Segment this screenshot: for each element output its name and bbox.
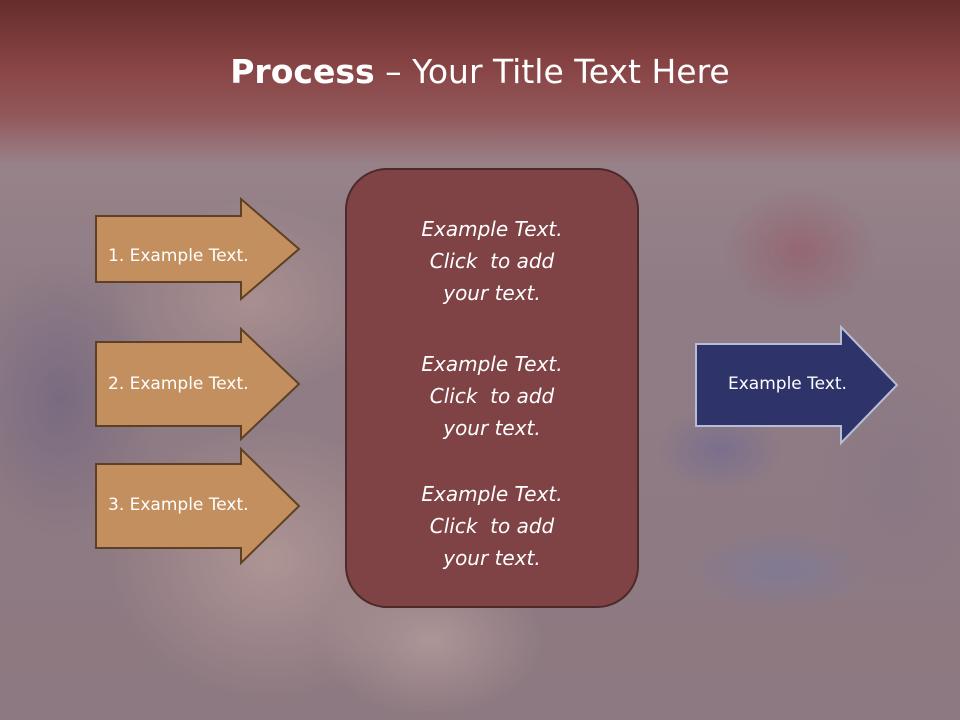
- left-arrow-3-shape: [95, 446, 301, 566]
- center-text-block-2[interactable]: Example Text. Click to add your text.: [421, 352, 563, 440]
- title-strong: Process: [230, 52, 375, 91]
- left-arrow-1-shape: [95, 196, 301, 302]
- right-arrow[interactable]: [695, 324, 899, 446]
- title-dash: –: [374, 52, 413, 91]
- slide-title[interactable]: Process – Your Title Text Here: [0, 52, 960, 91]
- left-arrow-2-shape: [95, 326, 301, 442]
- left-arrow-3[interactable]: [95, 446, 301, 566]
- center-text-box[interactable]: [345, 168, 639, 608]
- right-arrow-label: Example Text.: [728, 374, 847, 394]
- left-arrow-2[interactable]: [95, 326, 301, 442]
- center-text-block-3[interactable]: Example Text. Click to add your text.: [421, 482, 563, 570]
- left-arrow-2-label: 2. Example Text.: [108, 374, 249, 394]
- left-arrow-3-label: 3. Example Text.: [108, 495, 249, 515]
- center-text-block-1[interactable]: Example Text. Click to add your text.: [421, 217, 563, 305]
- left-arrow-1-label: 1. Example Text.: [108, 246, 249, 266]
- title-rest: Your Title Text Here: [412, 52, 730, 91]
- left-arrow-1[interactable]: [95, 196, 301, 302]
- title-bar: [0, 0, 960, 165]
- right-arrow-shape: [695, 324, 899, 446]
